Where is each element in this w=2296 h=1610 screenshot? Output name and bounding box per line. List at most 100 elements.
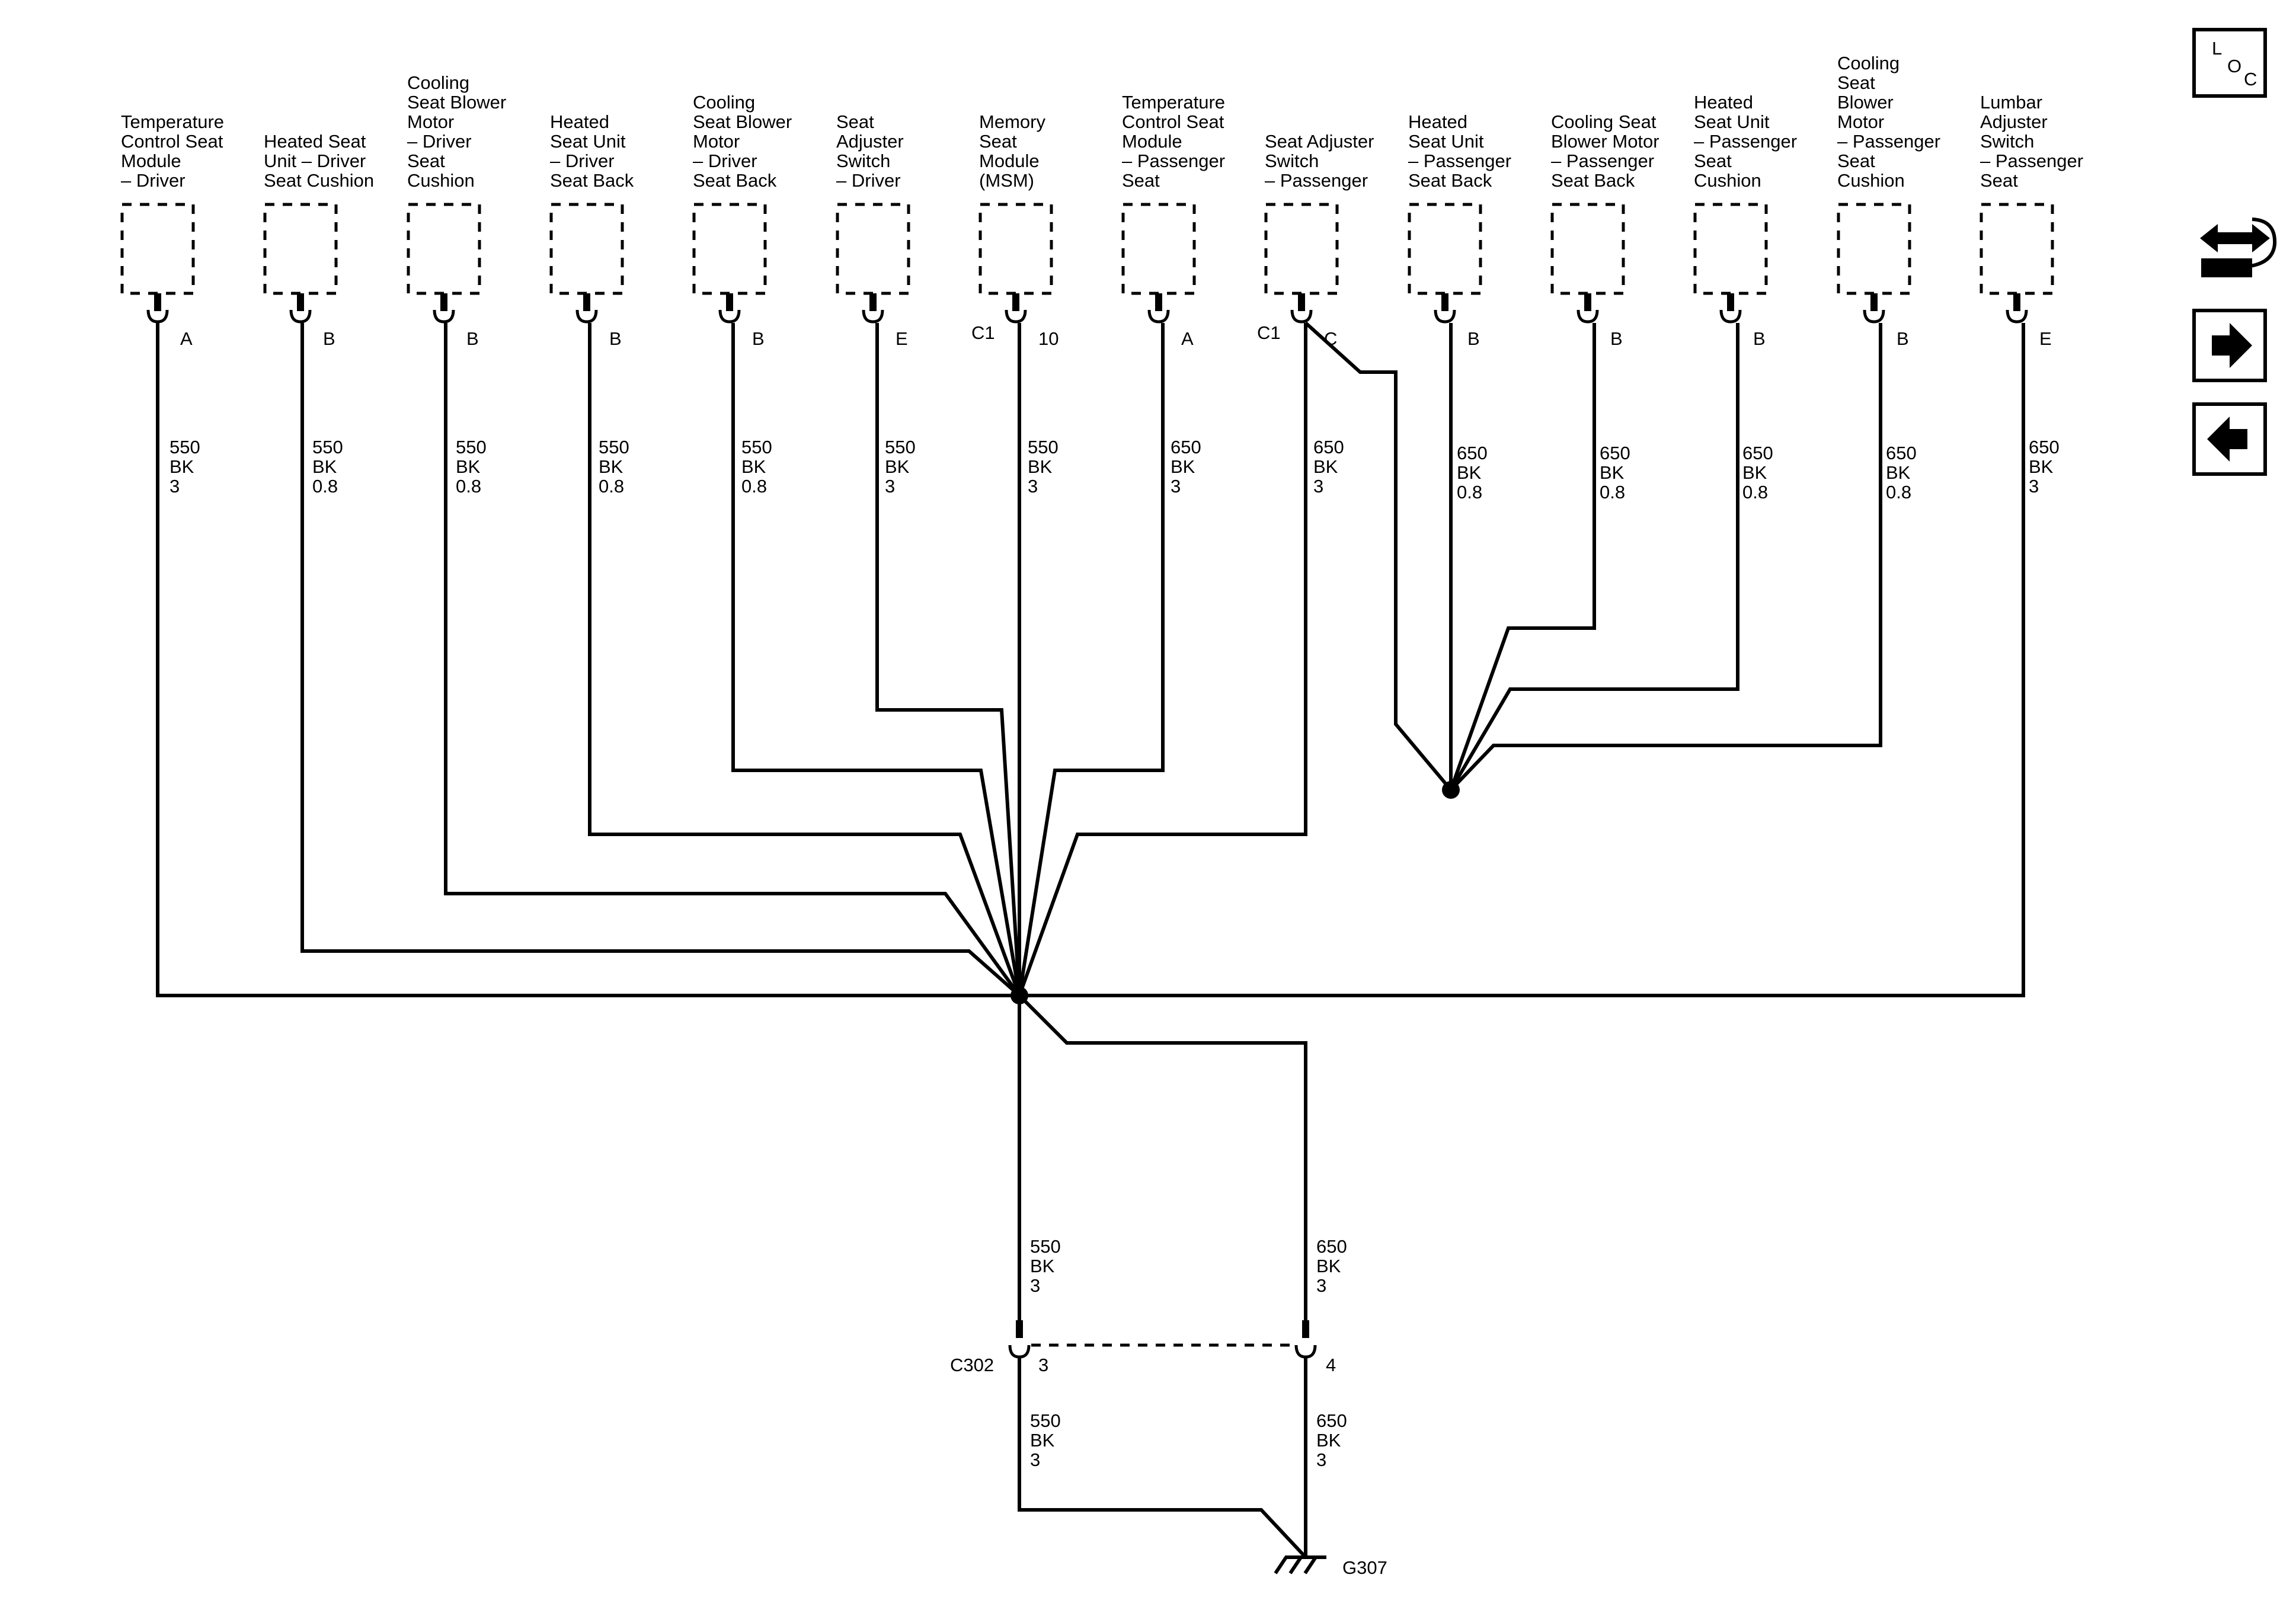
- component-box: [263, 203, 338, 295]
- wire-adj-pass: [1018, 323, 1307, 997]
- component-title-line: – Passenger: [1265, 170, 1368, 191]
- component-box: [1408, 203, 1482, 295]
- wire-cool-driver-back: [731, 323, 1021, 996]
- tools-swap-icon[interactable]: [2200, 217, 2277, 277]
- c302-right-socket: [1294, 1345, 1317, 1359]
- wire-size: 650: [1457, 443, 1488, 463]
- driver-side-wiring: [156, 323, 2025, 1327]
- wire-size: 650: [2029, 437, 2060, 457]
- terminal-socket: [2006, 309, 2028, 324]
- component-box: [120, 203, 195, 295]
- component-title-line: Seat Back: [1408, 170, 1492, 191]
- wire-size: 550: [741, 437, 772, 457]
- c302-pin-right: 4: [1326, 1355, 1336, 1375]
- component-title-line: Adjuster: [1980, 111, 2048, 132]
- component-box: [1980, 203, 2054, 295]
- ground-name: G307: [1342, 1557, 1387, 1578]
- wire-splice-to-right-trunk: [1018, 994, 1307, 1327]
- wire-gauge: 0.8: [741, 476, 767, 497]
- wire-size: 550: [312, 437, 343, 457]
- component-box: [978, 203, 1053, 295]
- component-title-line: Switch: [836, 151, 890, 171]
- wire-color: BK: [1886, 462, 1911, 483]
- loc-button[interactable]: L O C: [2192, 28, 2267, 98]
- component-title-line: Seat Back: [1551, 170, 1635, 191]
- component-title-line: Module: [121, 151, 181, 171]
- loc-letter-c: C: [2244, 69, 2257, 89]
- wire-color: BK: [170, 456, 194, 477]
- component-title-line: Temperature: [1122, 92, 1225, 113]
- c302-right-pin: [1302, 1320, 1309, 1338]
- trunk-left-lower-size: 550: [1030, 1410, 1061, 1431]
- terminal-socket: [1863, 309, 1885, 324]
- wire-size: 550: [885, 437, 916, 457]
- component-title-line: Seat: [407, 151, 445, 171]
- component-title-line: Seat: [1694, 151, 1732, 171]
- component-title-line: Blower: [1837, 92, 1894, 113]
- terminal-socket: [146, 309, 169, 324]
- pin-label: B: [1753, 328, 1766, 349]
- terminal-socket: [1290, 309, 1313, 324]
- wire-color: BK: [2029, 456, 2054, 477]
- terminal-pin: [1298, 293, 1305, 311]
- component-box: [836, 203, 910, 295]
- wire-color: BK: [1457, 462, 1482, 483]
- component-title-line: Seat: [836, 111, 874, 132]
- wire-gauge: 0.8: [1600, 482, 1625, 502]
- terminal-socket: [575, 309, 598, 324]
- wire-color: BK: [1313, 456, 1338, 477]
- component-box: [549, 203, 624, 295]
- trunk-right-lower-size: 650: [1316, 1410, 1347, 1431]
- wire-heated-pass-cushion: [1449, 323, 1739, 791]
- component-title-line: Seat Unit: [550, 131, 626, 152]
- component-title-line: Seat: [1122, 170, 1160, 191]
- component-title-line: Cushion: [407, 170, 475, 191]
- trunk-right-upper-size: 650: [1316, 1236, 1347, 1257]
- arrow-right-icon: [2212, 323, 2252, 368]
- component-title-line: Blower Motor: [1551, 131, 1659, 152]
- wire-heated-driver-cushion: [300, 323, 1021, 997]
- pin-label: B: [323, 328, 335, 349]
- terminal-socket: [862, 309, 884, 324]
- prev-button[interactable]: [2192, 402, 2267, 476]
- pin-label: E: [896, 328, 908, 349]
- component-title-line: Heated Seat: [264, 131, 366, 152]
- wire-cool-pass-back: [1449, 323, 1596, 791]
- terminal-pin: [1012, 293, 1019, 311]
- wire-color: BK: [599, 456, 623, 477]
- wire-gauge: 3: [1171, 476, 1181, 497]
- wire-size: 550: [1028, 437, 1059, 457]
- wire-temp-ctrl-driver: [156, 323, 1019, 997]
- wire-lower-left: [1018, 1357, 1307, 1559]
- component-title-line: Motor: [693, 131, 740, 152]
- terminal-pin: [1584, 293, 1591, 311]
- terminal-socket: [1719, 309, 1742, 324]
- wire-gauge: 0.8: [1886, 482, 1911, 502]
- nav-panel: L O C: [2192, 28, 2277, 476]
- trunk-right-lower-gauge: 3: [1316, 1449, 1326, 1470]
- component-title-line: Motor: [407, 111, 454, 132]
- component-title-line: – Passenger: [1980, 151, 2083, 171]
- wire-cool-pass-cushion: [1449, 323, 1882, 792]
- next-button[interactable]: [2192, 309, 2267, 382]
- pin-label: B: [609, 328, 622, 349]
- component-title-line: Heated: [1694, 92, 1753, 113]
- trunk-labels: 550 BK 3 550 BK 3 650 BK 3 650 BK 3: [1030, 1236, 1347, 1470]
- component-box: [1693, 203, 1768, 295]
- ground-wiring: G307: [1018, 1357, 1387, 1578]
- component-box: [1837, 203, 1911, 295]
